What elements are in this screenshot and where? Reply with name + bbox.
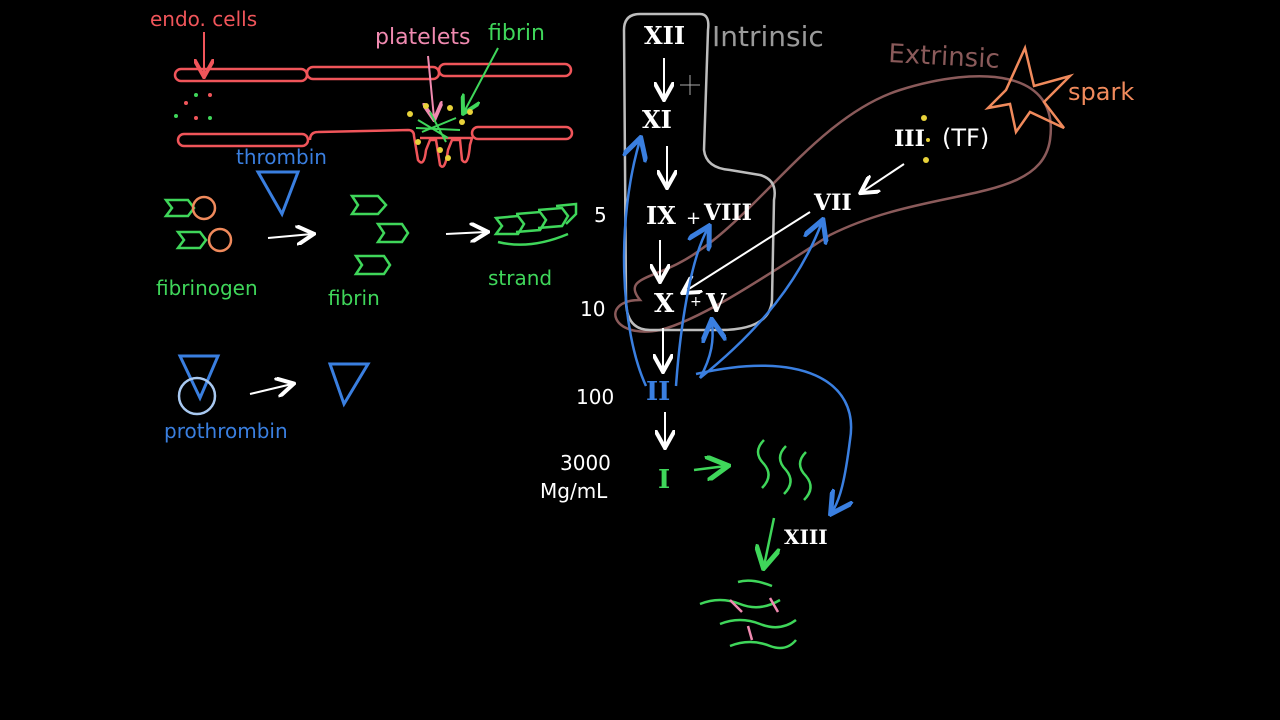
arrow-fibrinogen-to-fibrin xyxy=(267,234,312,238)
fibrin-monomers xyxy=(349,194,410,276)
prothrombin-circle xyxy=(177,376,217,416)
arrow-iii-vii xyxy=(862,163,905,192)
fibrin-squiggles xyxy=(756,439,812,501)
factor-vii: VII xyxy=(813,190,852,216)
label-endo-cells: endo. cells xyxy=(150,7,257,31)
conc-10: 10 xyxy=(580,297,605,321)
factor-viii: VIII xyxy=(703,200,752,226)
arrow-i-to-fibrin xyxy=(693,466,726,470)
arrow-fibrin-to-mesh xyxy=(764,517,774,566)
crosslinked-fibrin-mesh xyxy=(699,579,797,650)
label-spark: spark xyxy=(1068,78,1134,106)
label-thrombin: thrombin xyxy=(236,145,327,169)
arrow-ii-to-xi xyxy=(624,140,646,387)
factor-xi: XI xyxy=(642,105,672,134)
vessel-wall-bottom-3 xyxy=(470,125,574,141)
arrow-platelets xyxy=(428,55,434,118)
extrinsic-pathway-outline xyxy=(614,75,1053,333)
spark-icon xyxy=(984,44,1075,136)
label-fibrin-mid: fibrin xyxy=(328,286,380,310)
arrow-vii-x xyxy=(684,211,811,292)
factor-ix: IX xyxy=(646,201,676,230)
vessel-wall-top-3 xyxy=(437,62,573,78)
arrow-fibrin-to-strand xyxy=(445,232,486,234)
factor-x: X xyxy=(654,289,675,319)
factor-ii: II xyxy=(646,377,670,407)
label-intrinsic: Intrinsic xyxy=(712,20,824,53)
label-tissue-factor: (TF) xyxy=(942,124,989,152)
factor-xiii: XIII xyxy=(784,525,828,549)
conc-unit: Mg/mL xyxy=(540,479,608,503)
label-extrinsic: Extrinsic xyxy=(888,39,1001,75)
blood-vessel xyxy=(173,62,574,168)
arrow-ii-to-xiii xyxy=(695,364,851,512)
label-fibrin-top: fibrin xyxy=(488,21,545,46)
vessel-wall-bottom-1 xyxy=(176,132,310,148)
tf-particles xyxy=(921,115,930,163)
fibrinogen-molecules xyxy=(163,195,233,253)
arrow-ii-to-vii xyxy=(699,222,822,379)
label-platelets: platelets xyxy=(375,25,470,50)
conc-5: 5 xyxy=(594,203,607,227)
factor-iii: III xyxy=(894,126,925,152)
vessel-wall-bottom-2 xyxy=(308,128,474,168)
factor-v: V xyxy=(705,289,727,319)
conc-3000: 3000 xyxy=(560,451,611,475)
loose-particles xyxy=(174,93,212,120)
thrombin-shape xyxy=(255,170,301,218)
clot-plug xyxy=(407,103,473,161)
thrombin-product-shape xyxy=(327,362,371,408)
factor-xii: XII xyxy=(644,21,685,50)
label-prothrombin: prothrombin xyxy=(164,419,288,443)
arrow-ii-to-viii xyxy=(674,228,708,387)
plus-x-v: + xyxy=(690,294,702,310)
fibrin-strand xyxy=(493,202,578,246)
arrow-prothrombin-to-thrombin xyxy=(249,384,292,394)
conc-100: 100 xyxy=(576,385,614,409)
label-strand: strand xyxy=(488,266,552,290)
cursor-crosshair-icon xyxy=(680,75,700,95)
vessel-wall-top-1 xyxy=(173,67,309,83)
factor-i: I xyxy=(658,465,670,495)
label-fibrinogen: fibrinogen xyxy=(156,276,258,300)
prothrombin-triangle xyxy=(177,354,221,402)
vessel-wall-top-2 xyxy=(305,65,441,81)
arrow-fibrin-top xyxy=(464,47,499,112)
plus-ix-viii: + xyxy=(686,208,701,229)
